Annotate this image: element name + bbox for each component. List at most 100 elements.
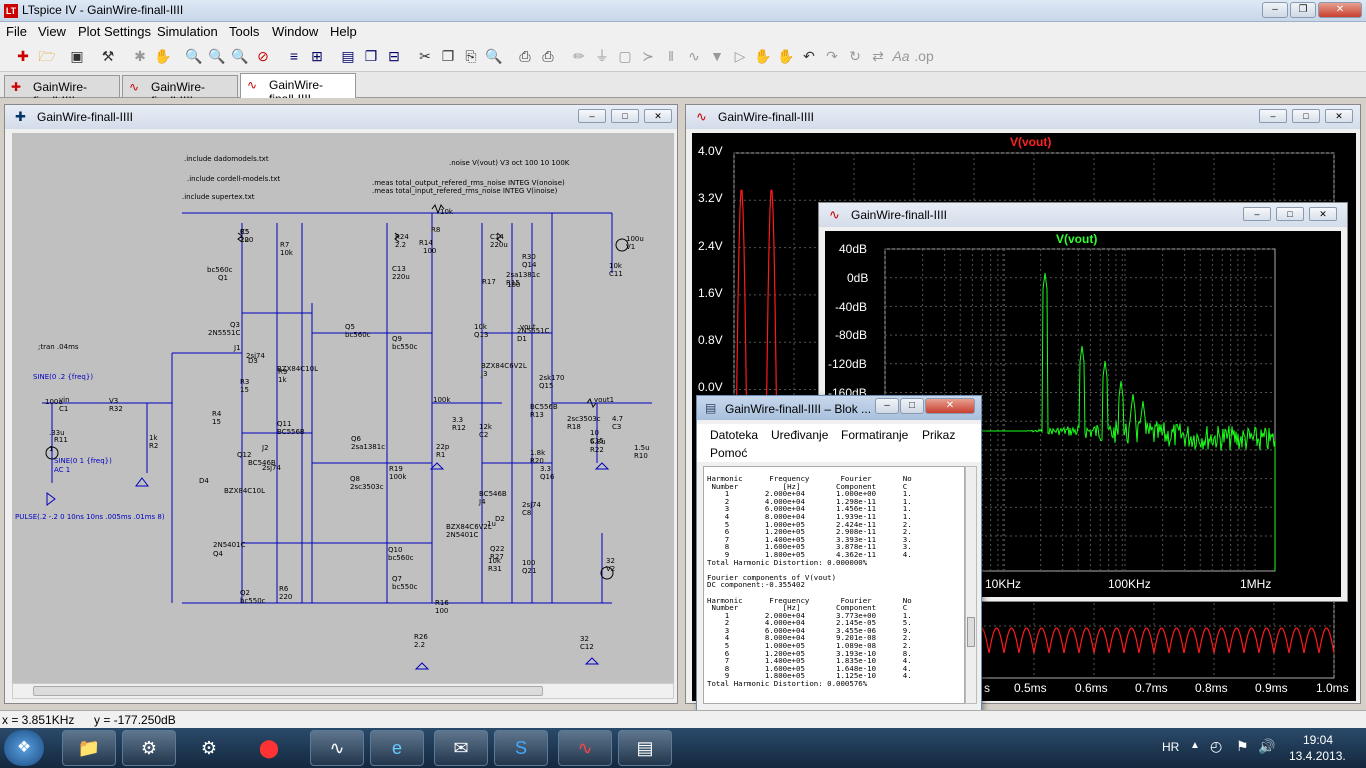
part-label[interactable]: R2 [149,442,159,450]
part-label[interactable]: 220u [490,241,508,249]
maximize-icon[interactable]: □ [900,398,924,414]
menu-simulation[interactable]: Simulation [157,24,218,39]
part-label[interactable]: Q3 [230,321,240,329]
source-text[interactable]: SINE(0 .2 {freq}) [33,373,94,381]
part-label[interactable]: bc550c [392,583,418,591]
vertical-scrollbar[interactable] [965,466,977,704]
part-label[interactable]: 100 [423,247,437,255]
part-label[interactable]: 2N5551C [517,327,550,335]
part-label[interactable]: bc550c [392,343,418,351]
part-label[interactable]: Q12 [237,451,252,459]
part-label[interactable]: 10k [280,249,293,257]
part-label[interactable]: BZX84C6V2L [481,362,527,370]
spice-directive-icon[interactable]: .op [914,48,934,64]
part-label[interactable]: R18 [567,423,581,431]
part-label[interactable]: 2N5401C [446,531,479,539]
part-label[interactable]: bc560c [207,266,233,274]
find-icon[interactable]: 🔍 [485,48,503,64]
tab-schematic[interactable]: ✚GainWire-finall-IIII [4,75,120,108]
part-label[interactable]: Q6 [351,435,361,443]
part-label[interactable]: R24 [395,233,409,241]
minimize-icon[interactable]: – [578,109,606,123]
part-label[interactable]: 2.2 [395,241,407,249]
part-label[interactable]: BC546B [248,459,276,467]
part-label[interactable]: R17 [482,278,496,286]
part-label[interactable]: R3 [240,378,250,386]
part-label[interactable]: 3.3 [452,416,464,424]
part-label[interactable]: 10k [474,323,487,331]
scrollbar-thumb[interactable] [33,686,543,696]
waveform-window-2-titlebar[interactable]: ∿ GainWire-finall-IIII – □ ✕ [819,203,1347,227]
open-icon[interactable]: 🗁 [38,48,56,64]
notepad-icon[interactable]: ▤ [618,730,672,766]
part-label[interactable]: C12 [580,643,594,651]
ground-icon[interactable]: ⏚ [595,48,609,64]
part-label[interactable]: R32 [109,405,123,413]
part-label[interactable]: R22 [590,446,604,454]
notepad-window[interactable]: ▤ GainWire-finall-IIII – Blok ... – □ ✕ … [696,395,982,728]
notepad-menu-pomoc[interactable]: Pomoć [710,446,748,460]
menu-view[interactable]: View [38,24,66,39]
part-label[interactable]: 220 [279,593,293,601]
scrollbar-thumb[interactable] [967,617,975,647]
part-label[interactable]: R30 [522,253,536,261]
part-label[interactable]: vout [520,323,536,331]
paste-icon[interactable]: ⎘ [465,48,477,64]
part-label[interactable]: Q4 [213,550,223,558]
part-label[interactable]: 3.3 [540,465,552,473]
clock-time[interactable]: 19:04 [1303,733,1334,747]
part-label[interactable]: bc560c [388,554,414,562]
part-label[interactable]: 100 [435,607,449,615]
drag-icon[interactable]: ✋ [777,48,795,64]
part-label[interactable]: Q11 [277,420,292,428]
wire-icon[interactable]: ✏ [573,48,585,64]
part-label[interactable]: Q5 [345,323,355,331]
menu-help[interactable]: Help [330,24,357,39]
part-label[interactable]: 10k [609,262,622,270]
resistor-icon[interactable]: ≻ [642,48,654,64]
part-label[interactable]: R16 [435,599,449,607]
trace-label-vout[interactable]: V(vout) [1056,232,1098,246]
part-label[interactable]: BZX84C10L [277,365,318,373]
notepad-menu-uredivanje[interactable]: Uređivanje [771,428,829,442]
part-label[interactable]: C2 [479,431,489,439]
part-label[interactable]: Q15 [539,382,554,390]
part-label[interactable]: 1k [278,376,287,384]
cascade-icon[interactable]: ❐ [364,48,378,64]
part-label[interactable]: 2sj74 [262,464,281,472]
close-icon[interactable]: ✕ [1318,2,1362,18]
part-label[interactable]: R4 [212,410,222,418]
directive-text[interactable]: .noise V(vout) V3 oct 100 10 100K [449,159,570,167]
move-icon[interactable]: ✋ [754,48,772,64]
part-label[interactable]: 2sa1381c [351,443,386,451]
part-label[interactable]: R26 [414,633,428,641]
inductor-icon[interactable]: ∿ [688,48,700,64]
print-icon[interactable]: ⎙ [542,48,554,64]
part-label[interactable]: R11 [54,436,68,444]
part-label[interactable]: Q8 [350,475,360,483]
tab-waveform-1[interactable]: ∿GainWire-finall-IIII [122,75,238,108]
ltspice-icon[interactable]: ∿ [558,730,612,766]
part-label[interactable]: 100 [507,281,521,289]
ie-icon[interactable]: e [370,730,424,766]
text-icon[interactable]: Aa [892,48,910,64]
close-icon[interactable]: ✕ [1309,207,1337,221]
part-label[interactable]: 15 [212,418,221,426]
source-text[interactable]: PULSE(.2 -.2 0 10ns 10ns .005ms .01ms 8) [15,513,165,521]
part-label[interactable]: R10 [634,452,648,460]
source-text[interactable]: SINE(0 1 {freq}) [54,457,112,465]
part-label[interactable]: R6 [279,585,289,593]
tray-expand-icon[interactable]: ▲ [1190,740,1200,751]
part-label[interactable]: Q7 [392,575,402,583]
redo-icon[interactable]: ↷ [826,48,838,64]
robot-arm-icon[interactable]: ⚙ [200,738,218,758]
restore-icon[interactable]: ❐ [1290,2,1316,18]
part-label[interactable]: 1u [240,236,249,244]
part-label[interactable]: 1.8k [530,449,546,457]
capacitor-icon[interactable]: ‖ [668,48,674,64]
part-label[interactable]: R1 [436,451,446,459]
volume-icon[interactable]: 🔊 [1258,738,1276,754]
diode-icon[interactable]: ▼ [710,48,724,64]
part-label[interactable]: V3 [109,397,119,405]
horizontal-scrollbar[interactable] [12,683,674,699]
